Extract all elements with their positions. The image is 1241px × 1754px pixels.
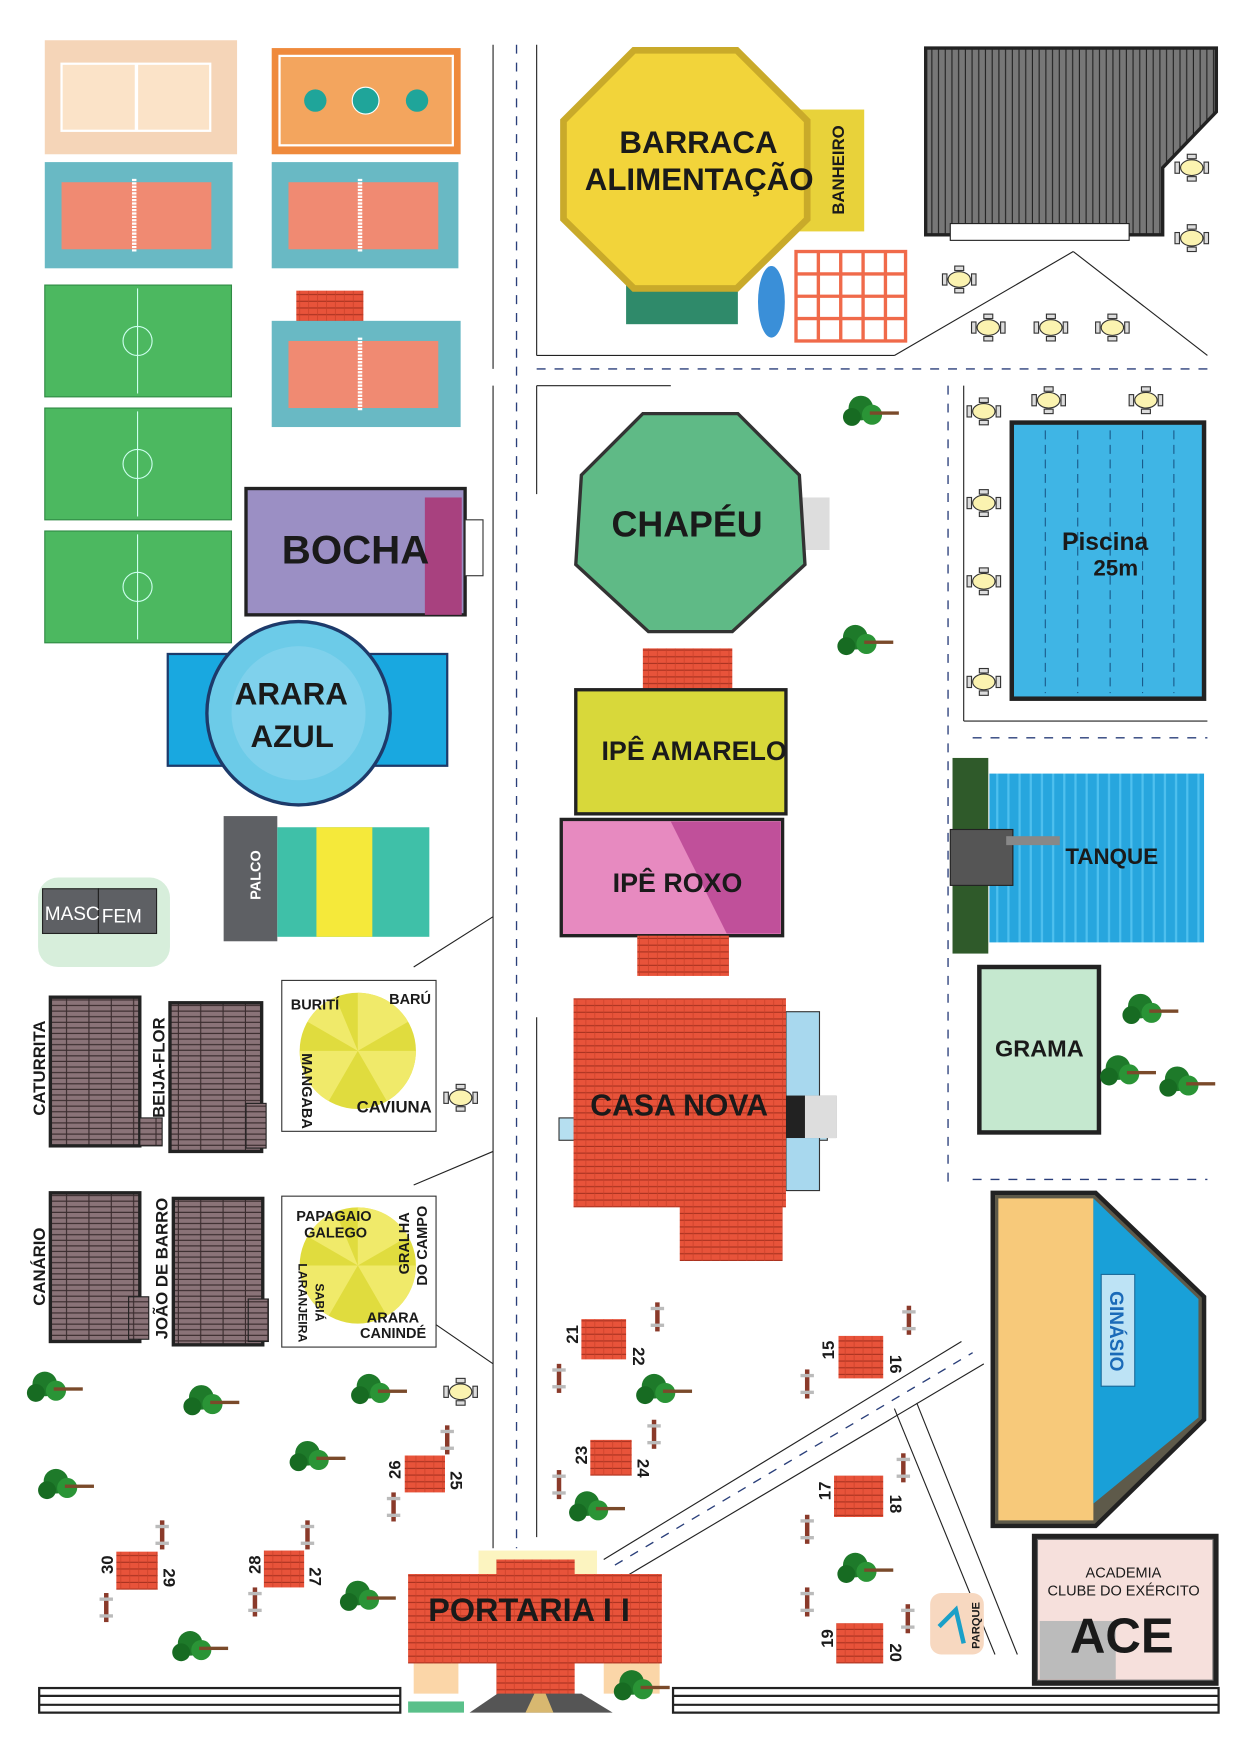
tennis-court-1 xyxy=(44,162,233,269)
chalet-number: 19 xyxy=(818,1629,837,1648)
ipe-amarelo-label: IPÊ AMARELO xyxy=(601,735,786,766)
parque: PARQUE xyxy=(930,1593,984,1655)
chalet-number: 25 xyxy=(447,1471,466,1490)
ace-line2: CLUBE DO EXÉRCITO xyxy=(1048,1582,1200,1599)
kiosk-gralha-label: GRALHA xyxy=(397,1212,413,1275)
barraca-alimentacao: BANHEIRO BARRACA ALIMENTAÇÃO xyxy=(560,46,865,325)
chalet-number: 18 xyxy=(886,1495,905,1514)
kiosk-arara-label: ARARA xyxy=(367,1310,420,1326)
ginasio-label: GINÁSIO xyxy=(1105,1291,1127,1371)
banheiro-label: BANHEIRO xyxy=(829,125,848,214)
piscina-length-label: 25m xyxy=(1093,556,1138,581)
chalet-number: 21 xyxy=(563,1325,582,1344)
parque-label: PARQUE xyxy=(970,1602,982,1649)
basketball-court xyxy=(271,48,461,155)
kiosk-group-1: BURITÍ BARÚ MANGABA CAVIUNA xyxy=(281,979,437,1132)
soccer-fields xyxy=(44,284,233,644)
casa-nova-building: CASA NOVA xyxy=(558,998,837,1262)
garden-grid xyxy=(794,249,908,343)
arara-azul-building: ARARA AZUL xyxy=(166,619,449,807)
tanque-label: TANQUE xyxy=(1065,844,1158,869)
chalet-number: 26 xyxy=(385,1460,404,1479)
tennis-court-3 xyxy=(271,290,461,428)
chalet-number: 27 xyxy=(306,1567,325,1586)
chapeu-building: CHAPÉU xyxy=(574,411,830,634)
fem-label: FEM xyxy=(102,906,142,927)
bocha-label: BOCHA xyxy=(282,527,430,572)
volleyball-sand-court xyxy=(44,40,238,155)
dorm-caturrita-label: CATURRITA xyxy=(30,1020,49,1115)
gray-roof-building xyxy=(924,46,1219,241)
tanque: TANQUE xyxy=(949,757,1205,954)
chalet-number: 30 xyxy=(98,1555,117,1574)
masc-label: MASC xyxy=(45,904,100,925)
ace-logo: ACE xyxy=(1070,1608,1174,1663)
ginasio-building: GINÁSIO xyxy=(990,1190,1207,1529)
dorm-buildings: CATURRITA BEIJA-FLOR CANÁRIO JOÃO DE BAR… xyxy=(30,995,269,1347)
chalet-number: 22 xyxy=(629,1347,648,1366)
kiosk-do-campo-label: DO CAMPO xyxy=(415,1206,431,1286)
chalets: 21 22 23 24 15 16 17 18 19 20 26 25 28 27 30 29 xyxy=(98,1319,905,1664)
chalet-number: 16 xyxy=(886,1355,905,1374)
lake xyxy=(758,266,785,338)
dorm-beija-flor-label: BEIJA-FLOR xyxy=(149,1017,168,1118)
portaria-label: PORTARIA I I xyxy=(428,1592,630,1628)
kiosk-laranjeira-label: LARANJEIRA xyxy=(296,1263,310,1342)
arara-label: ARARA xyxy=(235,676,348,711)
kiosk-buriti-label: BURITÍ xyxy=(291,996,340,1013)
kiosk-mangaba-label: MANGABA xyxy=(298,1053,314,1129)
ace-line1: ACADEMIA xyxy=(1086,1565,1162,1581)
casa-nova-label: CASA NOVA xyxy=(590,1090,768,1123)
chalet-number: 17 xyxy=(816,1482,835,1501)
chalet-number: 28 xyxy=(246,1555,265,1574)
roads xyxy=(413,44,1208,1655)
kiosk-caviuna-label: CAVIUNA xyxy=(357,1097,432,1116)
grama: GRAMA xyxy=(977,964,1102,1135)
chalet-number: 20 xyxy=(886,1643,905,1662)
grama-label: GRAMA xyxy=(995,1035,1084,1061)
chalet-number: 23 xyxy=(572,1446,591,1465)
kiosk-sabia-label: SABIÁ xyxy=(312,1283,327,1321)
azul-label: AZUL xyxy=(250,719,333,754)
kiosk-caninde-label: CANINDÉ xyxy=(360,1325,426,1342)
ipe-amarelo-building: IPÊ AMARELO xyxy=(574,648,788,816)
portaria-building: PORTARIA I I xyxy=(408,1550,662,1713)
kiosk-galego-label: GALEGO xyxy=(304,1226,367,1242)
kiosk-baru-label: BARÚ xyxy=(389,990,431,1008)
fence xyxy=(38,1686,1220,1714)
ipe-roxo-building: IPÊ ROXO xyxy=(559,817,785,976)
bocha-building: BOCHA xyxy=(244,486,484,617)
dorm-canario-label: CANÁRIO xyxy=(30,1228,49,1306)
alimentacao-label: ALIMENTAÇÃO xyxy=(585,162,814,197)
palco-stage: PALCO xyxy=(223,816,430,942)
tennis-court-2 xyxy=(271,162,459,269)
chalet-number: 15 xyxy=(819,1341,838,1360)
palco-label: PALCO xyxy=(249,850,265,900)
chalet-number: 24 xyxy=(633,1459,652,1478)
chapeu-label: CHAPÉU xyxy=(612,505,763,545)
chalet-number: 29 xyxy=(159,1568,178,1587)
barraca-label: BARRACA xyxy=(619,125,777,160)
dorm-joao-de-barro-label: JOÃO DE BARRO xyxy=(152,1198,172,1339)
ipe-roxo-label: IPÊ ROXO xyxy=(613,867,743,898)
kiosk-papagaio-label: PAPAGAIO xyxy=(296,1209,371,1225)
piscina-label: Piscina xyxy=(1062,529,1148,556)
kiosk-group-2: PAPAGAIO GALEGO GRALHA DO CAMPO SABIÁ LA… xyxy=(281,1195,437,1348)
